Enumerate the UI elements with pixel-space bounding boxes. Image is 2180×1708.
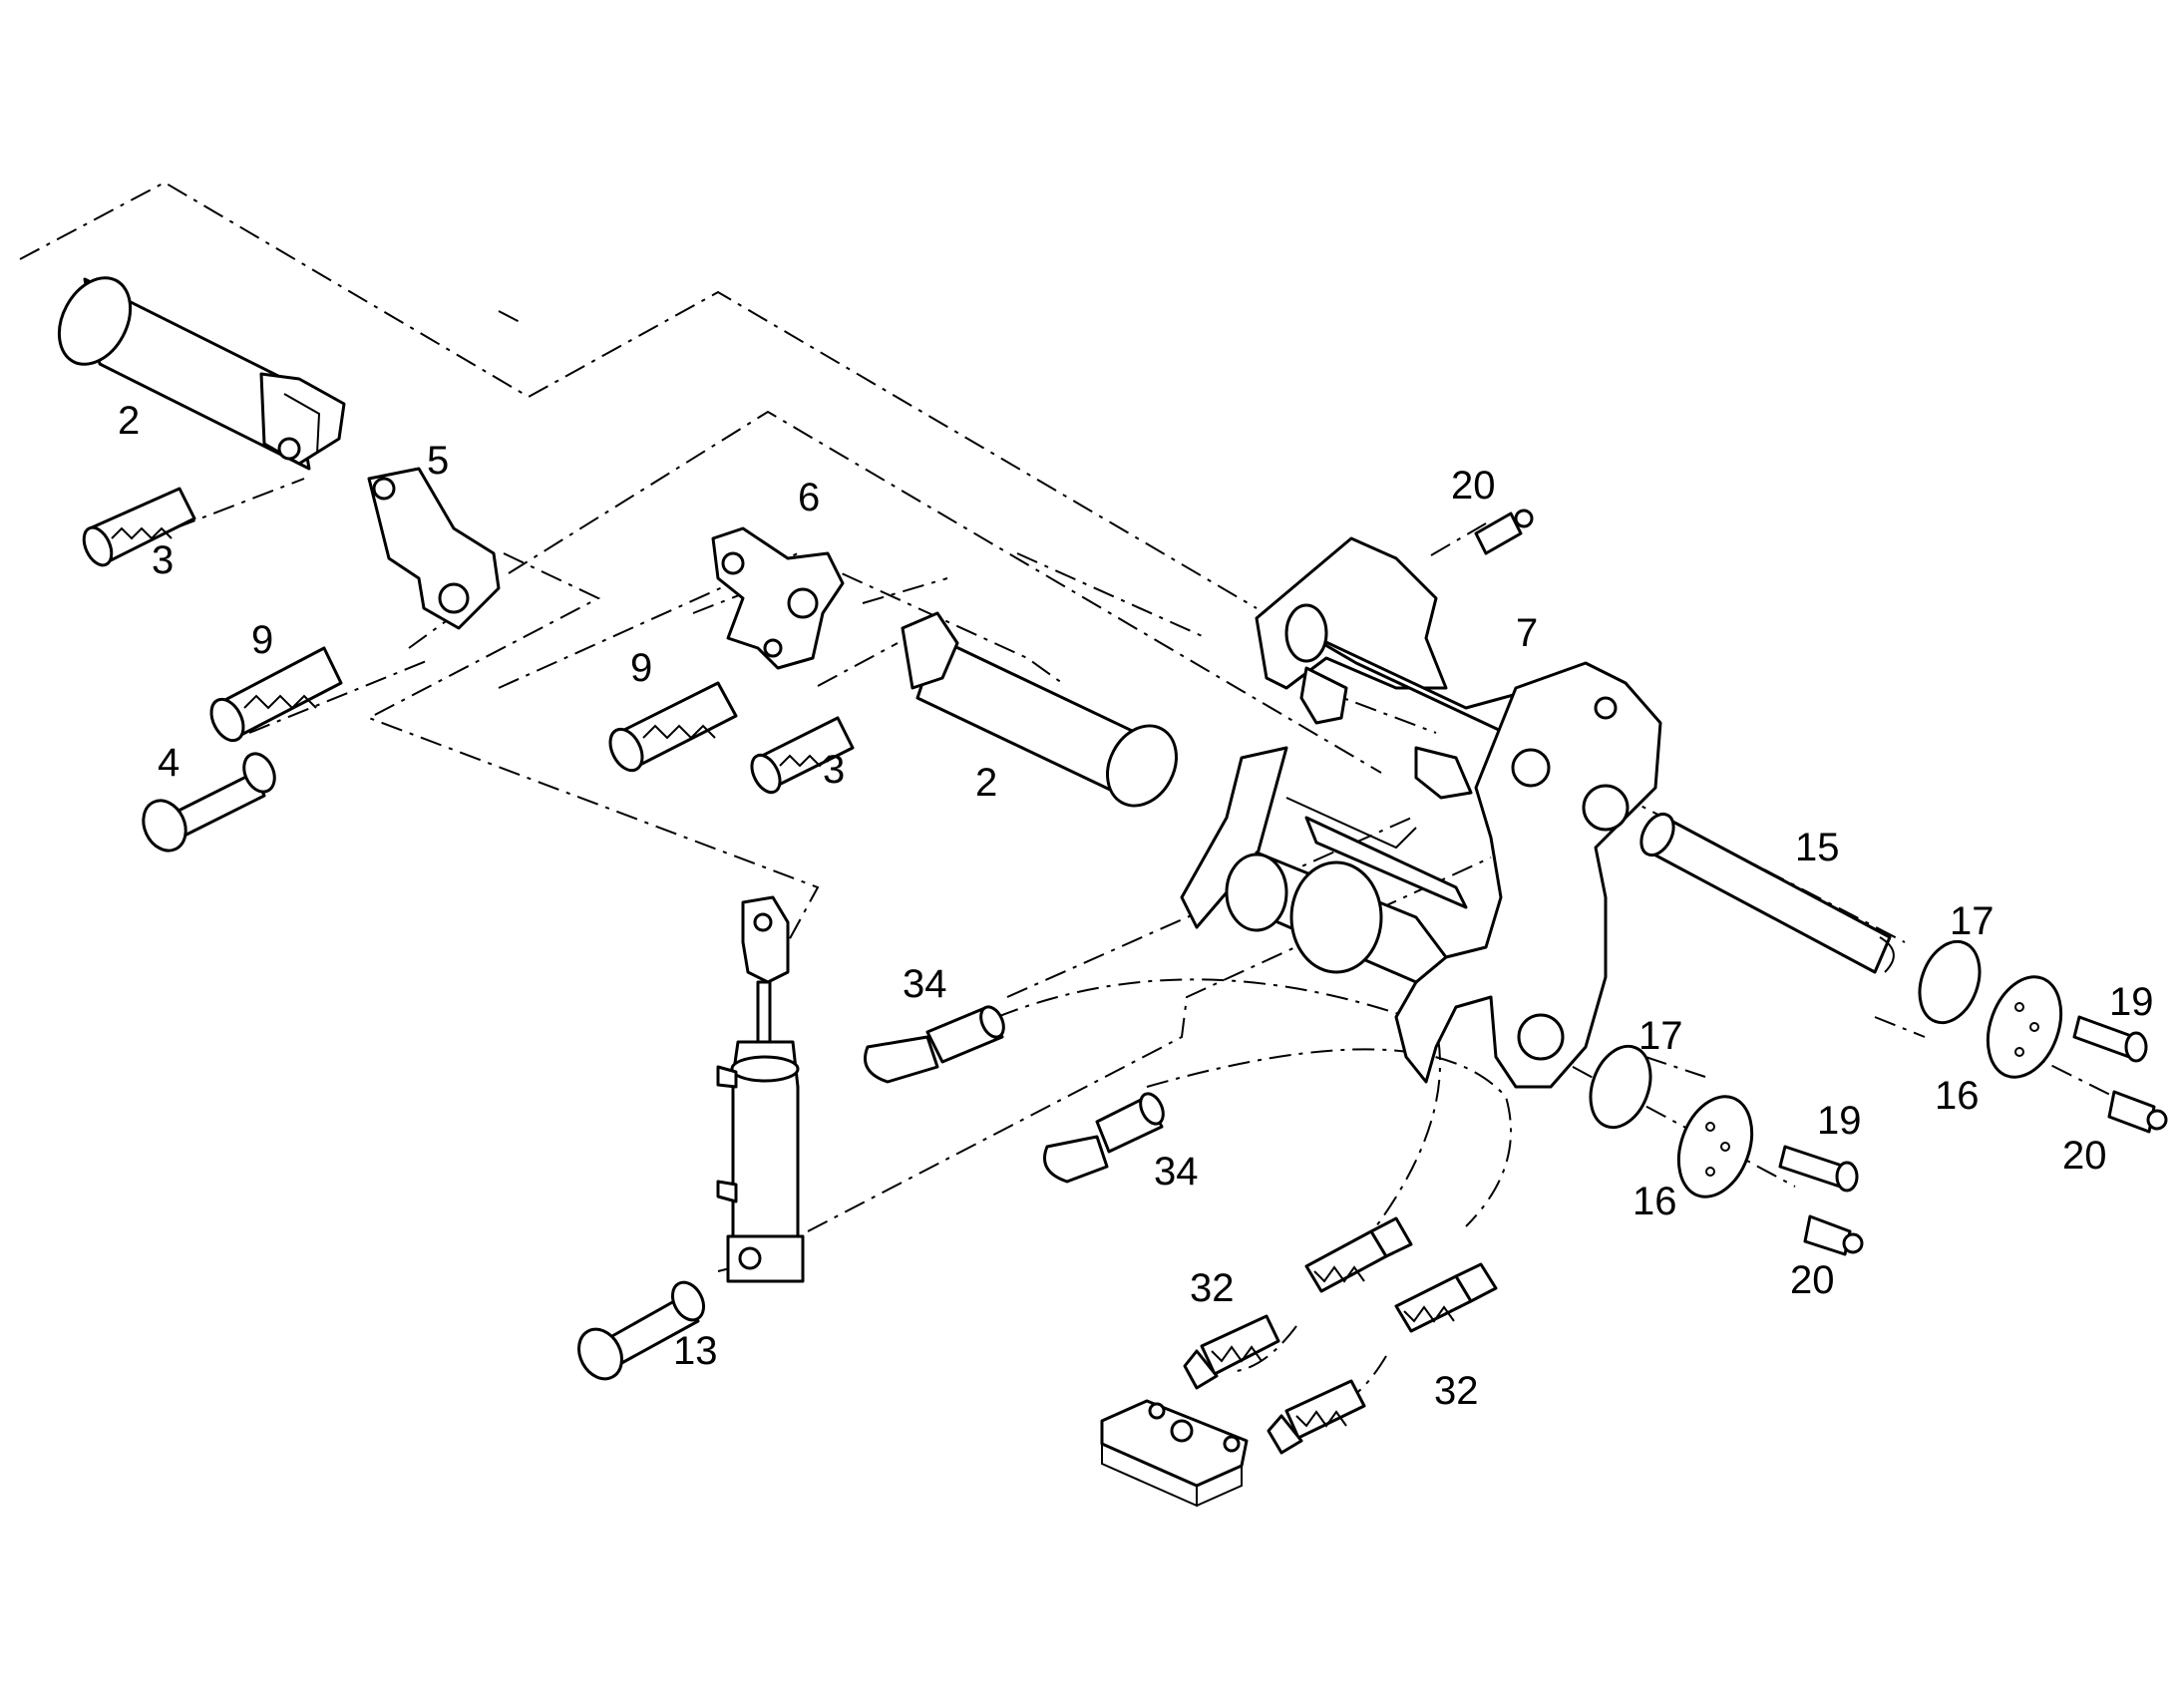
callout-20-right: 20 (2062, 1134, 2107, 1178)
part-9-spring-pin-middle (608, 681, 738, 773)
callout-3-upper: 3 (152, 538, 174, 582)
part-20-grease-nipple-right (2107, 1090, 2168, 1134)
callout-13: 13 (673, 1329, 718, 1373)
callout-2-middle: 2 (975, 761, 997, 805)
part-32-hose-upper-b (1183, 1314, 1280, 1390)
part-9-spring-pin-left (209, 646, 343, 743)
callout-15: 15 (1795, 826, 1840, 869)
part-2-cylinder-upper (57, 276, 346, 471)
part-4-bolt (142, 752, 276, 853)
callout-17-lower: 17 (1638, 1014, 1683, 1058)
callout-4: 4 (158, 741, 180, 785)
callout-3-middle: 3 (823, 748, 845, 792)
part-15-pin (1639, 812, 1895, 974)
part-6-bracket (711, 526, 845, 670)
callout-32-lower: 32 (1434, 1369, 1479, 1413)
part-16-plate-right (1986, 975, 2063, 1079)
part-32-hose-lower (1394, 1262, 1498, 1333)
part-16-plate-lower (1676, 1095, 1754, 1198)
part-3-spring-pin-middle (750, 716, 855, 795)
callout-19-right: 19 (2109, 980, 2154, 1024)
part-5-bracket (367, 467, 501, 630)
part-17-snap-ring-right (1918, 939, 1982, 1025)
part-13-bolt (577, 1280, 706, 1381)
part-20-grease-nipple-top (1474, 509, 1534, 555)
callout-9-middle: 9 (630, 646, 652, 690)
part-34-elbow-fitting-lower (1043, 1092, 1165, 1184)
part-34-elbow-fitting-upper (864, 1005, 1005, 1084)
callout-32-upper: 32 (1190, 1266, 1235, 1310)
callout-19-lower: 19 (1817, 1099, 1862, 1143)
callout-2-upper: 2 (118, 399, 140, 443)
assembly-guide-lines (19, 180, 2115, 1407)
callout-34-upper: 34 (903, 962, 947, 1006)
part-19-bolt-lower (1778, 1145, 1859, 1193)
callout-20-lower: 20 (1790, 1258, 1835, 1302)
callout-5: 5 (427, 439, 449, 483)
part-20-grease-nipple-lower (1803, 1214, 1864, 1256)
part-32-hose-upper (1304, 1216, 1413, 1293)
part-3-spring-pin-left (82, 487, 196, 567)
part-32-hose-lower-b (1267, 1379, 1366, 1455)
part-17-snap-ring-lower (1589, 1044, 1652, 1130)
callout-labels: 2 3 5 9 4 6 9 3 2 20 7 15 17 19 16 20 17… (118, 399, 2154, 1413)
part-7-main-frame (1180, 536, 1662, 1089)
callout-9-left: 9 (251, 618, 273, 662)
callout-16-right: 16 (1935, 1074, 1980, 1118)
callout-17-right: 17 (1950, 899, 1995, 943)
callout-16-lower: 16 (1633, 1180, 1677, 1223)
part-19-bolt-right (2072, 1015, 2148, 1063)
callout-6: 6 (798, 476, 820, 519)
manifold-block (1100, 1399, 1249, 1508)
part-2-cylinder-middle (901, 611, 1178, 808)
callout-34-lower: 34 (1154, 1150, 1199, 1194)
callout-20-top: 20 (1451, 464, 1496, 508)
callout-7: 7 (1516, 611, 1538, 655)
hydraulic-cylinder (716, 895, 805, 1283)
